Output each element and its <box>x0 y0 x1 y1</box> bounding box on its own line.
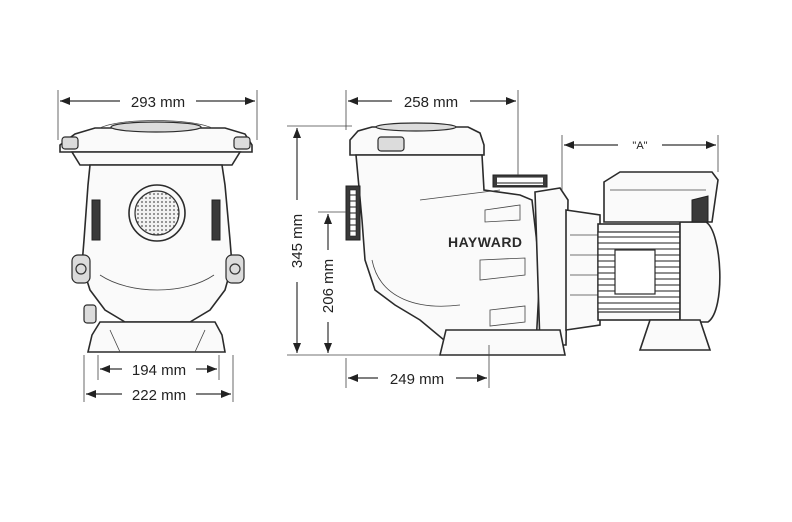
dim-label-222: 222 mm <box>132 387 186 404</box>
dim-label-206: 206 mm <box>320 259 337 313</box>
side-flange <box>534 187 569 346</box>
dim-side-inlet-height: 206 mm <box>318 211 346 353</box>
dim-label-345: 345 mm <box>289 214 306 268</box>
motor-end-cap <box>679 221 721 323</box>
dim-front-top: 293 mm <box>57 90 258 140</box>
front-right-port <box>225 254 245 284</box>
dim-label-258: 258 mm <box>404 94 458 111</box>
drive-controller <box>603 171 719 223</box>
dim-label-249: 249 mm <box>390 371 444 388</box>
dim-motor-a: "A" <box>561 135 719 190</box>
dim-side-base: 249 mm <box>345 345 490 388</box>
front-base <box>86 321 226 353</box>
dim-side-height: 345 mm <box>287 125 440 356</box>
drain-plug <box>83 304 97 324</box>
front-lid-knob <box>110 121 202 133</box>
front-view <box>59 120 253 353</box>
dim-label-194: 194 mm <box>132 362 186 379</box>
side-view: HAYWARD <box>345 122 721 356</box>
brand-logo: HAYWARD <box>448 234 523 250</box>
side-base <box>438 329 566 356</box>
dim-label-293: 293 mm <box>131 94 185 111</box>
dim-side-top: 258 mm <box>345 90 519 175</box>
dim-label-a: "A" <box>632 140 647 152</box>
dim-front-base-inner: 194 mm <box>97 355 220 380</box>
front-left-port <box>71 254 91 284</box>
dim-front-base-outer: 222 mm <box>83 355 234 404</box>
